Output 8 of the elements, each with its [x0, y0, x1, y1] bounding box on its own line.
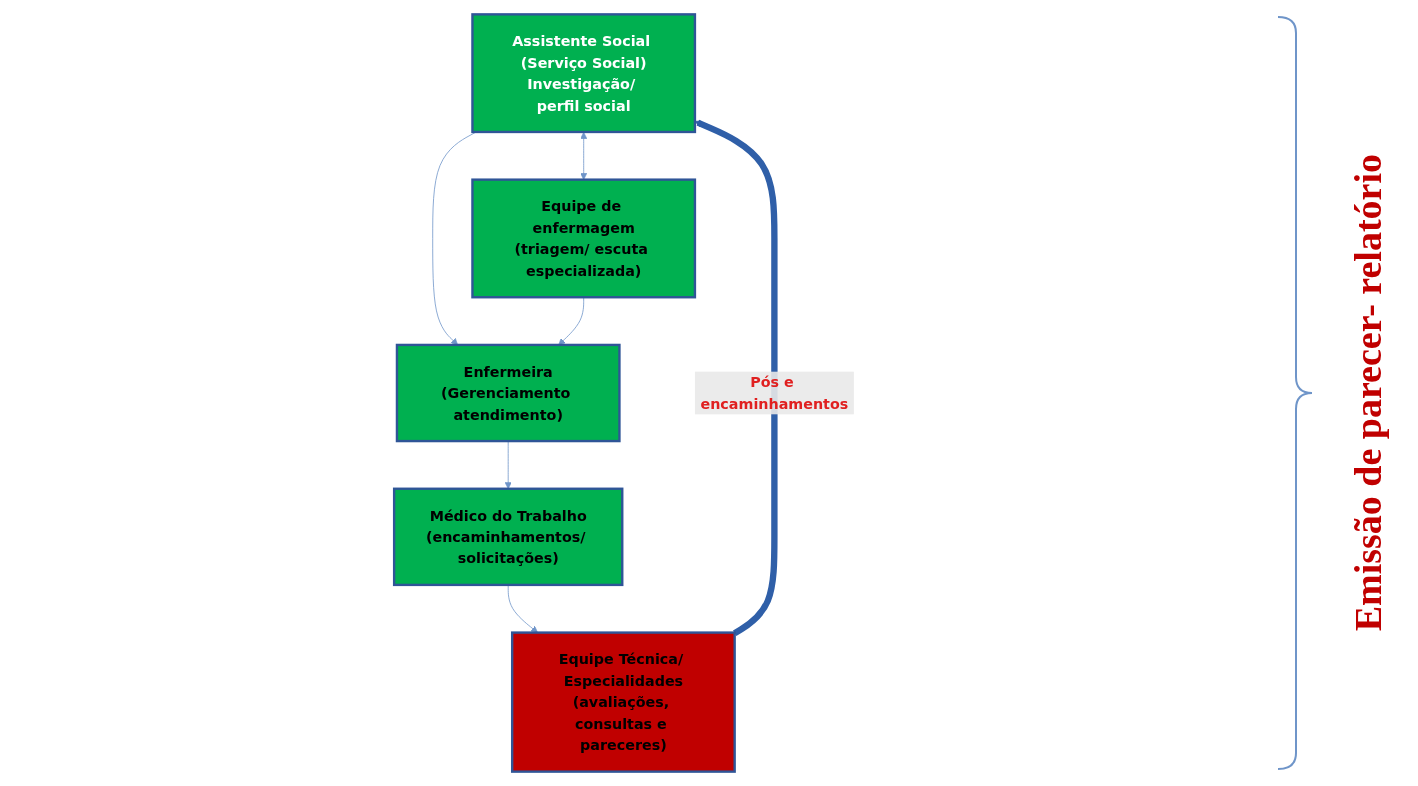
- side-note: Emissão de parecer- relatório: [1346, 154, 1390, 632]
- node-box: Equipe Técnica/ Especialidades (avaliações, consultas e pareceres): [510, 631, 736, 773]
- node-box: Assistente Social (Serviço Social) Investigação/ perfil social: [471, 13, 697, 134]
- node-box: Equipe de enfermagem (triagem/ escuta especializada): [471, 178, 697, 299]
- node-box: Enfermeira (Gerenciamento atendimento): [395, 343, 621, 443]
- arrow: [694, 119, 778, 636]
- node-box: Médico do Trabalho (encaminhamentos/ solicitações): [392, 487, 624, 587]
- edge-label: Pós e encaminhamentos: [700, 373, 849, 413]
